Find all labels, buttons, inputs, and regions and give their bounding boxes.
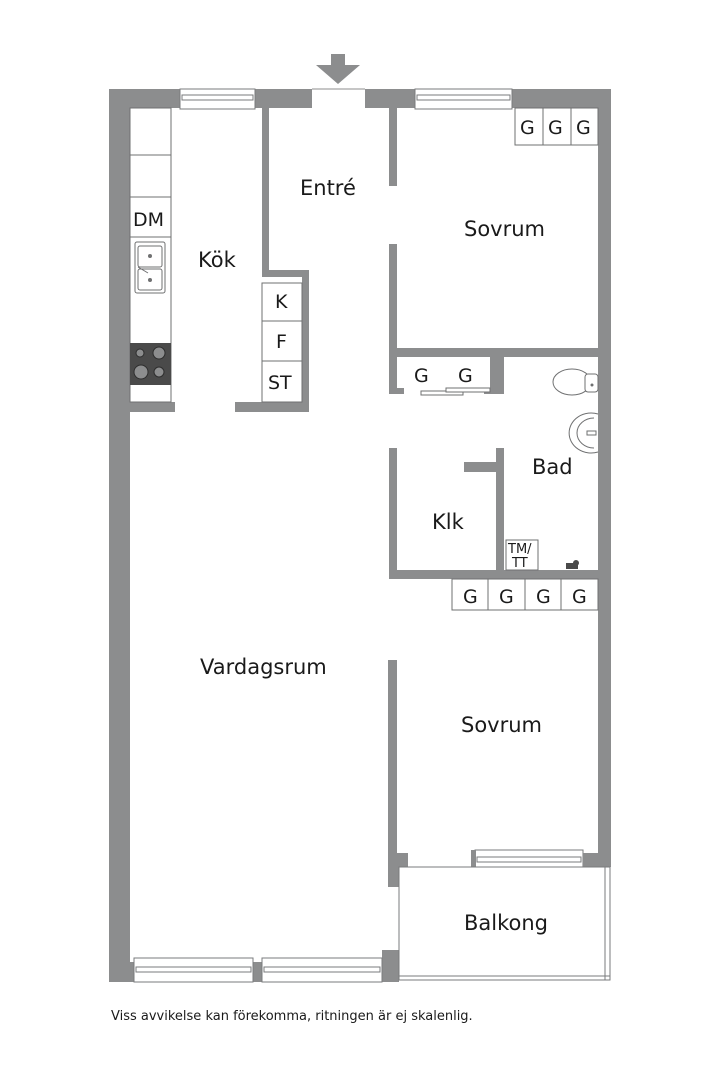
label-wardrobe: G (548, 117, 563, 139)
label-wardrobe: G (536, 586, 551, 608)
label-wardrobe: G (414, 365, 429, 387)
label-wardrobe: G (458, 365, 473, 387)
washbasin-icon (568, 412, 599, 454)
label-storage: ST (268, 372, 292, 394)
label-dishwasher: DM (133, 209, 164, 231)
tap-icon (566, 560, 579, 569)
label-washer: TM/ (507, 542, 532, 557)
room-label-vardagsrum: Vardagsrum (200, 655, 327, 679)
room-label-entre: Entré (300, 176, 356, 200)
label-wardrobe: G (572, 586, 587, 608)
label-wardrobe: G (520, 117, 535, 139)
toilet-icon (552, 368, 599, 396)
kitchen-counter (129, 107, 172, 403)
label-wardrobe: G (499, 586, 514, 608)
label-wardrobe: G (576, 117, 591, 139)
outer-walls (109, 89, 611, 982)
label-wardrobe: G (463, 586, 478, 608)
room-label-balkong: Balkong (464, 911, 548, 935)
stove-icon (130, 343, 171, 385)
balcony-outline (398, 866, 611, 981)
appliance-column (261, 282, 303, 403)
room-label-sovrum-1: Sovrum (464, 217, 545, 241)
sink-icon (134, 241, 166, 294)
label-dryer: TT (511, 556, 528, 571)
wardrobe-hall (420, 387, 491, 396)
room-label-sovrum-2: Sovrum (461, 713, 542, 737)
arrow-down-icon (316, 54, 360, 84)
wardrobe-mid (451, 578, 599, 611)
room-label-klk: Klk (432, 510, 465, 534)
disclaimer: Viss avvikelse kan förekomma, ritningen … (111, 1009, 473, 1024)
room-label-kok: Kök (198, 248, 237, 272)
washer-dryer-box (505, 539, 539, 571)
label-freezer: F (276, 331, 287, 353)
interior-walls (130, 108, 611, 887)
label-fridge: K (275, 291, 288, 313)
wardrobe-top (514, 107, 599, 146)
room-label-bad: Bad (532, 455, 573, 479)
